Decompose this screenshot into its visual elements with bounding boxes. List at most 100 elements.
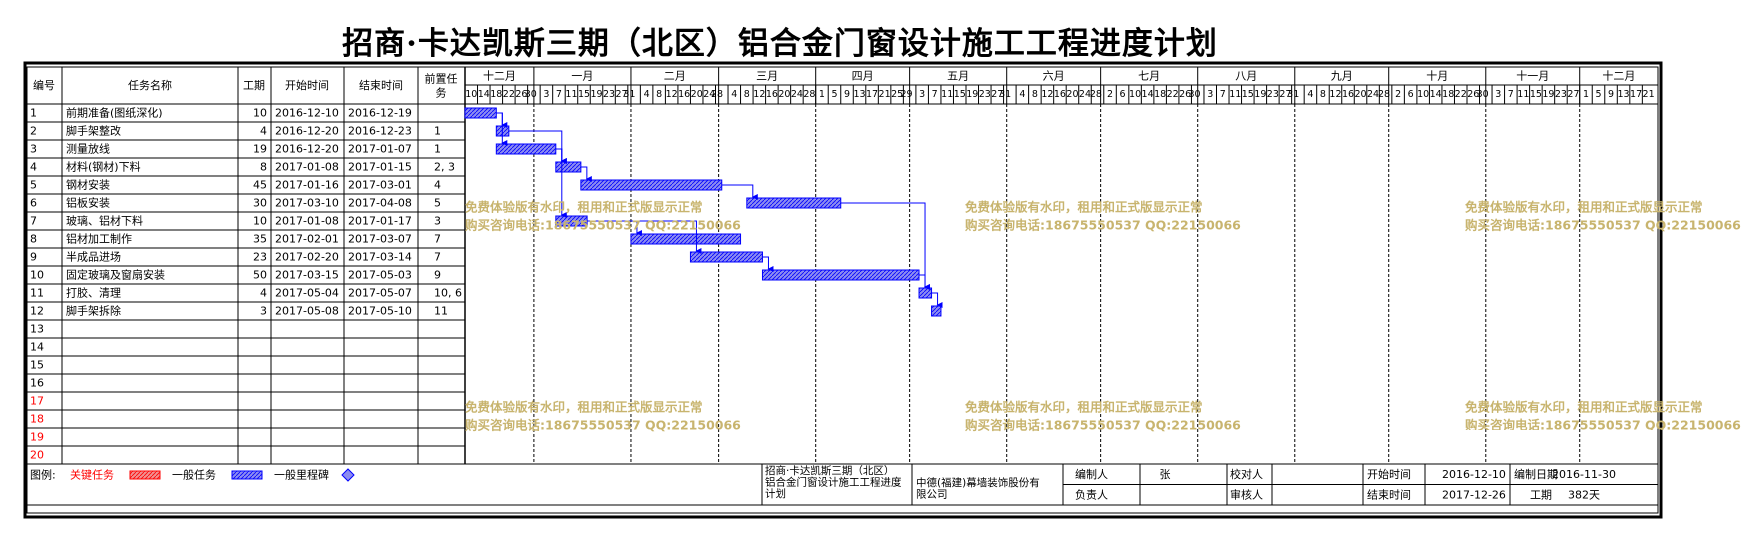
task-predecessor: 1 — [434, 125, 441, 138]
task-name: 脚手架整改 — [66, 124, 121, 138]
task-id: 17 — [30, 395, 44, 408]
day-label: 30 — [525, 89, 537, 100]
day-label: 23 — [1267, 89, 1279, 100]
day-label: 8 — [656, 89, 662, 100]
day-label: 3 — [1495, 89, 1501, 100]
day-label: 2 — [1395, 89, 1401, 100]
task-name: 铝板安装 — [66, 196, 110, 210]
day-label: 28 — [1378, 89, 1390, 100]
day-label: 2 — [1107, 89, 1113, 100]
legend-normal-swatch — [231, 470, 263, 480]
day-label: 27 — [1279, 89, 1291, 100]
task-id: 19 — [30, 431, 44, 444]
day-label: 27 — [1567, 89, 1579, 100]
task-duration: 23 — [253, 251, 267, 264]
day-label: 13 — [853, 89, 865, 100]
task-predecessor: 11 — [434, 305, 448, 318]
day-label: 10 — [1129, 89, 1141, 100]
task-name: 前期准备(图纸深化) — [66, 106, 163, 120]
day-label: 25 — [891, 89, 903, 100]
day-label: 4 — [644, 89, 650, 100]
day-label: 14 — [1430, 89, 1442, 100]
task-end: 2017-03-14 — [348, 251, 412, 264]
task-name: 玻璃、铝材下料 — [66, 214, 143, 228]
month-label: 七月 — [1138, 70, 1160, 83]
day-label: 24 — [1079, 89, 1091, 100]
task-bar — [580, 179, 723, 191]
day-label: 23 — [1555, 89, 1567, 100]
column-header-duration: 工期 — [243, 79, 265, 92]
watermark-line1: 免费体验版有水印，租用和正式版显示正常 — [465, 200, 703, 215]
day-label: 12 — [1329, 89, 1341, 100]
task-duration: 3 — [260, 305, 267, 318]
task-id: 20 — [30, 449, 44, 462]
task-duration: 19 — [253, 143, 267, 156]
task-predecessor: 7 — [434, 251, 441, 264]
day-label: 3 — [919, 89, 925, 100]
footer-date-label: 编制日期 — [1514, 467, 1558, 481]
task-bar — [630, 233, 742, 245]
task-bar — [761, 269, 920, 281]
day-label: 19 — [1542, 89, 1554, 100]
task-predecessor: 5 — [434, 197, 441, 210]
footer-company: 中德(福建)幕墙装饰股份有限公司 — [916, 476, 1040, 501]
watermark-line2: 购买咨询电话:18675550537 QQ:22150066 — [1465, 418, 1741, 433]
day-label: 1 — [1583, 89, 1589, 100]
day-label: 4 — [1019, 89, 1025, 100]
watermark-line2: 购买咨询电话:18675550537 QQ:22150066 — [465, 218, 741, 233]
day-label: 3 — [543, 89, 549, 100]
task-start: 2017-01-16 — [275, 179, 339, 192]
day-label: 18 — [490, 89, 502, 100]
task-duration: 10 — [253, 215, 267, 228]
day-label: 11 — [565, 89, 577, 100]
day-label: 11 — [1517, 89, 1529, 100]
task-name: 半成品进场 — [66, 250, 121, 264]
dependency-link — [555, 148, 567, 218]
column-header-end: 结束时间 — [359, 79, 403, 92]
dependency-link — [931, 292, 943, 308]
task-start: 2017-05-04 — [275, 287, 339, 300]
task-duration: 45 — [253, 179, 267, 192]
footer-duration-value: 382天 — [1568, 488, 1600, 501]
task-duration: 8 — [260, 161, 267, 174]
task-end: 2017-04-08 — [348, 197, 412, 210]
day-label: 26 — [515, 89, 527, 100]
task-end: 2017-03-07 — [348, 233, 412, 246]
month-label: 十二月 — [483, 69, 516, 83]
task-predecessor: 3 — [434, 215, 441, 228]
task-id: 16 — [30, 377, 44, 390]
day-label: 26 — [1179, 89, 1191, 100]
task-id: 10 — [30, 269, 44, 282]
day-label: 16 — [1342, 89, 1354, 100]
footer-start-value: 2016-12-10 — [1442, 468, 1506, 481]
task-bar — [931, 305, 942, 317]
day-label: 14 — [1142, 89, 1154, 100]
day-label: 20 — [691, 89, 703, 100]
task-id: 6 — [30, 197, 37, 210]
footer-checker-label: 校对人 — [1230, 467, 1263, 481]
day-label: 13 — [1618, 89, 1630, 100]
month-label: 十一月 — [1516, 69, 1549, 83]
day-label: 11 — [1229, 89, 1241, 100]
day-label: 20 — [1354, 89, 1366, 100]
day-label: 4 — [1307, 89, 1313, 100]
task-end: 2017-01-15 — [348, 161, 412, 174]
watermark-line1: 免费体验版有水印，租用和正式版显示正常 — [965, 200, 1203, 215]
month-label: 十二月 — [1602, 69, 1635, 83]
task-predecessor: 2, 3 — [434, 161, 455, 174]
day-label: 31 — [999, 89, 1011, 100]
task-bar — [689, 251, 763, 263]
task-id: 14 — [30, 341, 44, 354]
task-end: 2017-03-01 — [348, 179, 412, 192]
day-label: 15 — [1242, 89, 1254, 100]
day-label: 30 — [1477, 89, 1489, 100]
day-label: 9 — [844, 89, 850, 100]
footer-project-name: 招商·卡达凯斯三期（北区）铝合金门窗设计施工工程进度计划 — [765, 464, 902, 500]
footer-duration-label: 工期 — [1530, 488, 1552, 501]
task-predecessor: 1 — [434, 143, 441, 156]
dependency-link — [721, 184, 758, 200]
month-label: 三月 — [756, 70, 778, 83]
task-duration: 10 — [253, 107, 267, 120]
